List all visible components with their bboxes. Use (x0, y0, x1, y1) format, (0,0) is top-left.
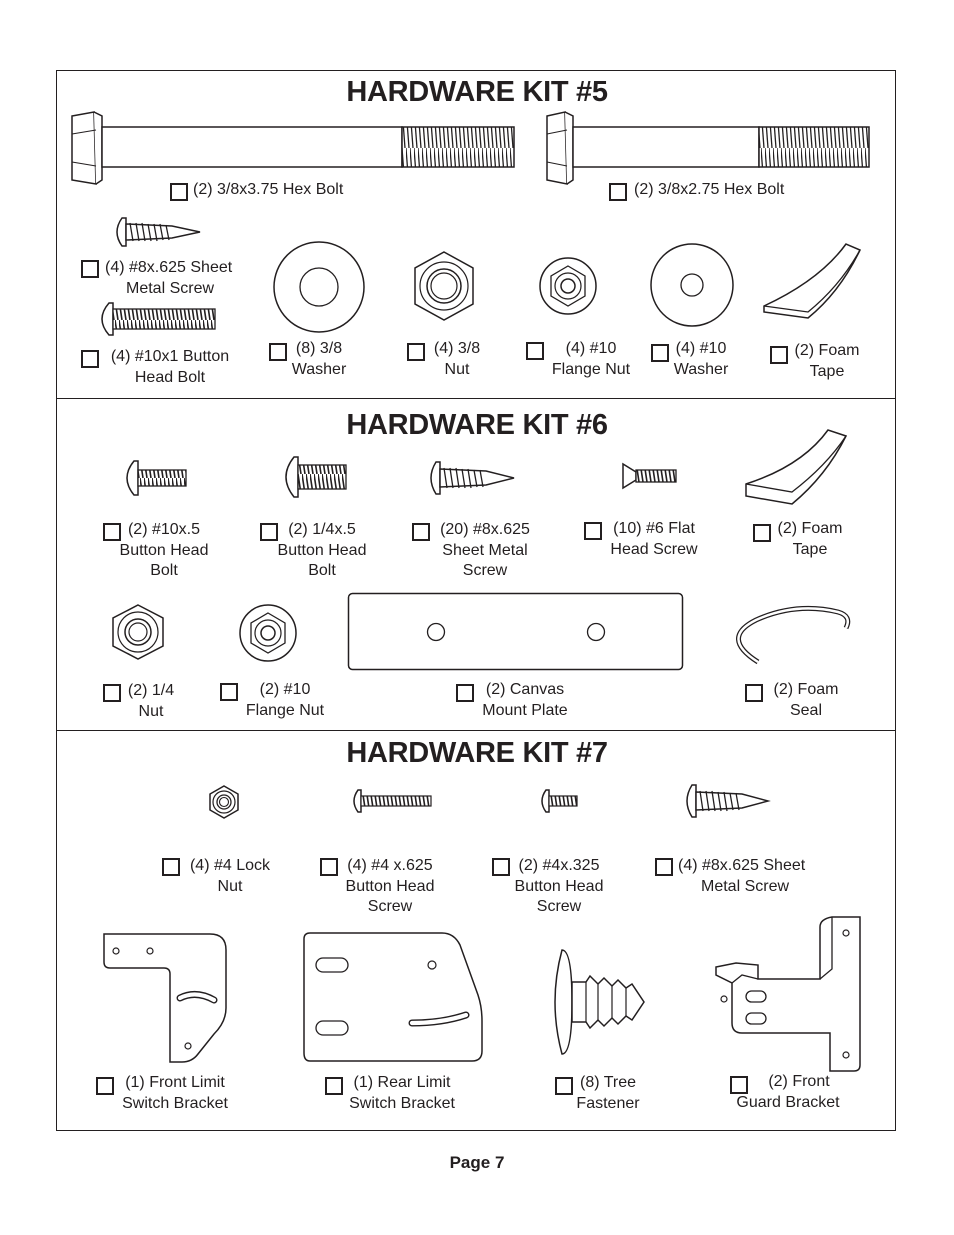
kit6-title: HARDWARE KIT #6 (346, 409, 608, 441)
kit6-flange-nut-10-icon (239, 604, 297, 662)
hex-bolt-275-checkbox[interactable] (609, 183, 627, 201)
kit6-bolt-10x5-checkbox[interactable] (103, 523, 121, 541)
washer-10-icon (650, 243, 734, 327)
front-guard-bracket-checkbox[interactable] (730, 1076, 748, 1094)
foam-seal-icon (736, 605, 851, 665)
nut-14-icon (112, 604, 164, 660)
hex-bolt-375-label: (2) 3/8x3.75 Hex Bolt (193, 181, 344, 198)
lock-nut-4-icon (209, 785, 239, 819)
rear-limit-bracket-checkbox[interactable] (325, 1077, 343, 1095)
sheet-metal-screw-icon (116, 217, 201, 247)
tree-fastener-icon (554, 949, 645, 1055)
washer-38-checkbox[interactable] (269, 343, 287, 361)
hex-bolt-375-checkbox[interactable] (170, 183, 188, 201)
nut-38-checkbox[interactable] (407, 343, 425, 361)
foam-tape-icon (763, 243, 862, 319)
hardware-kits-frame (56, 70, 896, 1131)
button-head-screw-4x625-icon (353, 789, 432, 813)
kit6-sheet-metal-screw-icon (430, 461, 515, 495)
kit5-kit6-divider (57, 398, 895, 399)
front-limit-switch-bracket-icon (103, 933, 227, 1063)
rear-limit-switch-bracket-icon (303, 932, 483, 1062)
button-head-bolt-icon (101, 302, 216, 336)
kit6-sheet-screw-checkbox[interactable] (412, 523, 430, 541)
hex-bolt-275-label: (2) 3/8x2.75 Hex Bolt (634, 181, 785, 198)
washer-38-icon (273, 241, 365, 333)
flat-head-screw-icon (622, 462, 677, 490)
foam-seal-checkbox[interactable] (745, 684, 763, 702)
button-head-bolt-14x5-icon (285, 456, 347, 498)
front-guard-bracket-icon (715, 916, 861, 1072)
flange-nut-10-checkbox[interactable] (526, 342, 544, 360)
canvas-mount-plate-checkbox[interactable] (456, 684, 474, 702)
kit7-title: HARDWARE KIT #7 (346, 737, 608, 769)
page-number: Page 7 (449, 1153, 505, 1172)
hex-bolt-275-icon (546, 111, 870, 185)
tree-fastener-checkbox[interactable] (555, 1077, 573, 1095)
button-head-bolt-checkbox[interactable] (81, 350, 99, 368)
kit7-sheet-metal-screw-icon (686, 784, 771, 818)
flange-nut-10-icon (539, 257, 597, 315)
lock-nut-4-checkbox[interactable] (162, 858, 180, 876)
button-screw-4x625-checkbox[interactable] (320, 858, 338, 876)
nut-14-checkbox[interactable] (103, 684, 121, 702)
kit5-sheet-screw-checkbox[interactable] (81, 260, 99, 278)
kit6-kit7-divider (57, 730, 895, 731)
kit6-bolt-14x5-checkbox[interactable] (260, 523, 278, 541)
hex-bolt-375-icon (71, 111, 515, 185)
front-limit-bracket-checkbox[interactable] (96, 1077, 114, 1095)
kit5-title: HARDWARE KIT #5 (346, 76, 608, 108)
kit6-flange-nut-checkbox[interactable] (220, 683, 238, 701)
washer-10-checkbox[interactable] (651, 344, 669, 362)
kit6-foam-tape-icon (745, 429, 848, 505)
kit5-foam-tape-checkbox[interactable] (770, 346, 788, 364)
kit6-foam-tape-checkbox[interactable] (753, 524, 771, 542)
button-screw-4x325-checkbox[interactable] (492, 858, 510, 876)
kit7-sheet-screw-checkbox[interactable] (655, 858, 673, 876)
nut-38-icon (414, 251, 474, 321)
flat-head-screw-checkbox[interactable] (584, 522, 602, 540)
button-head-screw-4x325-icon (541, 789, 578, 813)
button-head-bolt-10x5-icon (126, 460, 187, 496)
canvas-mount-plate-icon (347, 592, 684, 671)
